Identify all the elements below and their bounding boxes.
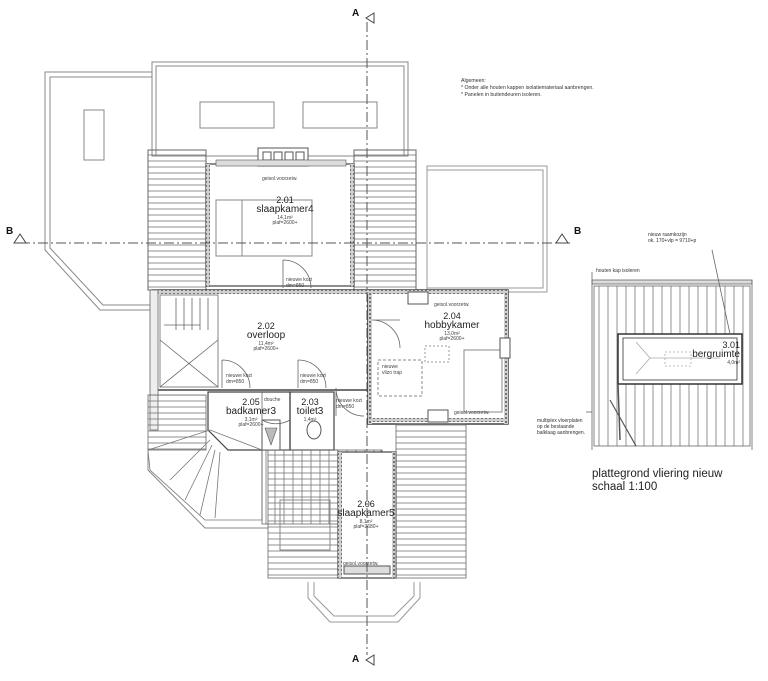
annotation-nieuwe-vlizo-trap: nieuwe vlizo trap — [382, 364, 403, 376]
annotation-multiplex-vloerplaten: multiplex vloerplaten op de bestaande ba… — [537, 418, 586, 436]
stairwell — [159, 294, 219, 388]
section-marker-a-bottom: A — [352, 654, 360, 665]
annotation-douche: douche — [264, 397, 281, 403]
annotation-geisol-voorzetw: geisol.voorzetw. — [343, 561, 379, 567]
room-label-bergruimte: 3.01 bergruimte 4,0m² — [692, 340, 740, 366]
drawing-title-block: plattegrond vliering nieuw schaal 1:100 — [592, 468, 722, 494]
roof-slope-left-top — [147, 149, 207, 291]
annotation-nieuw-raamkozijn: nieuw raamkozijn ok. 170+vlp = 9710+p — [648, 232, 697, 244]
annotation-nieuwe-kozijn: nieuwe kozi dm=850 — [336, 398, 363, 410]
drawing-scale: schaal 1:100 — [592, 481, 658, 493]
section-marker-b-left: B — [6, 226, 14, 237]
general-notes: Algemeen: * Onder alle houten kappen iso… — [461, 78, 594, 99]
annotation-geisol-voorzetw: geisol.voorzetw. — [434, 302, 470, 308]
annotation-nieuwe-kozijn: nieuwe kozi dm=850 — [286, 277, 313, 289]
annotation-geisol-voorzetw: geisol.voorzetw. — [454, 410, 490, 416]
notes-heading: Algemeen: — [461, 78, 486, 84]
roof-top-block — [151, 61, 409, 157]
drawing-title: plattegrond vliering nieuw — [592, 468, 723, 480]
room-label-overloop: 2.02 overloop 11,4m² plaf=2600+ — [246, 321, 286, 353]
section-a-bottom-arrow — [365, 654, 375, 666]
section-b-left-arrow — [13, 233, 27, 244]
notes-line: * Panelen in buitendeuren isoleren. — [461, 92, 542, 98]
annotation-geisol-voorzetw: geisol.voorzetw. — [262, 176, 298, 182]
annotation-nieuwe-kozijn: nieuwe kozi dm=850 — [300, 373, 327, 385]
section-a-top-arrow — [365, 12, 375, 24]
attic-detail — [586, 249, 753, 450]
annotation-houten-kap-isoleren: houten kap isoleren — [596, 268, 640, 274]
roof-outline-left — [44, 71, 152, 311]
notes-line: * Onder alle houten kappen isolatiemater… — [461, 85, 594, 91]
section-marker-a-top: A — [352, 8, 360, 19]
room-label-toilet3: 2.03 toilet3 1,4m² — [296, 397, 324, 423]
section-marker-b-right: B — [574, 226, 582, 237]
roof-right-block — [426, 165, 548, 293]
roof-slope-right-top — [353, 149, 417, 291]
room-label-hobbykamer: 2.04 hobbykamer 13,0m² plaf=2600+ — [424, 311, 480, 343]
bay-window-outline — [307, 582, 421, 623]
section-b-right-arrow — [555, 233, 569, 244]
room-label-slaapkamer4: 2.01 slaapkamer4 14,1m² plaf=2600+ — [256, 195, 314, 227]
annotation-nieuwe-kozijn: nieuwe kozi dm=850 — [226, 373, 253, 385]
room-label-slaapkamer5: 2.06 slaapkamer5 8,1m² plaf=2680+ — [337, 499, 395, 531]
room-label-badkamer3: 2.05 badkamer3 3,1m² plaf=2600+ — [226, 397, 277, 429]
